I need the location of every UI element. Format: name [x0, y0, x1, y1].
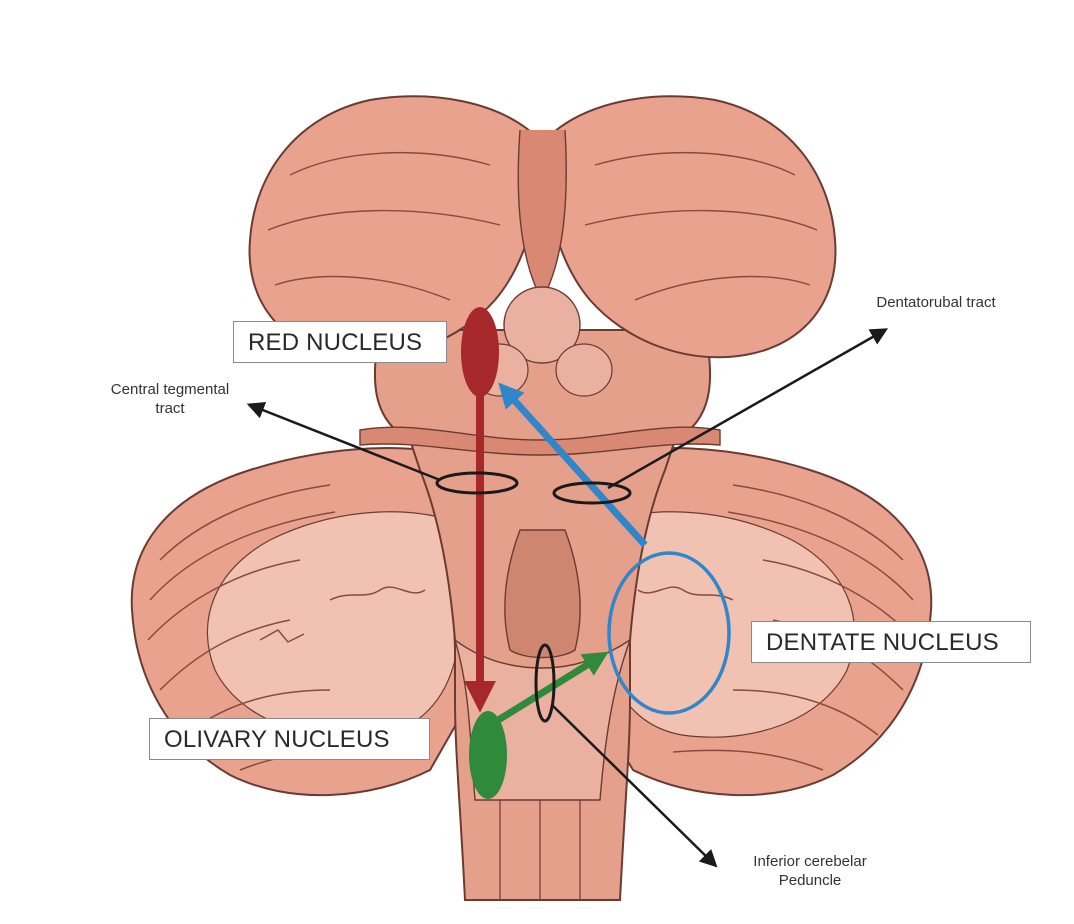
right-peduncle-lobe [543, 95, 837, 359]
fourth-ventricle [504, 529, 581, 659]
folia-lines [147, 484, 916, 771]
inferior-peduncle-pointer [551, 704, 718, 868]
pons-ridge [359, 426, 721, 456]
central-tegmental-ring [435, 471, 519, 495]
dentatorubal-ring [552, 481, 632, 505]
dentatorubral-arrow [498, 382, 648, 548]
pathways [435, 307, 731, 799]
left-peduncle-lobe [248, 95, 542, 359]
red-nucleus-marker [461, 307, 499, 397]
superior-colliculus [503, 286, 581, 364]
inferior-peduncle-line2: Peduncle [778, 872, 842, 889]
inferior-peduncle-line1: Inferior cerebelar [753, 853, 867, 870]
inferior-cerebelar-peduncle-label: Inferior cerebelar Peduncle [720, 852, 900, 890]
red-nucleus-label: RED NUCLEUS [233, 321, 447, 363]
pointer-lines [246, 328, 889, 868]
dentatorubal-tract-label: Dentatorubal tract [846, 293, 1026, 312]
dentatorubal-pointer [607, 328, 889, 490]
olivary-nucleus-marker [469, 711, 507, 799]
central-tegmental-tract-label: Central tegmental tract [85, 380, 255, 418]
dentate-nucleus-ring [607, 551, 731, 715]
olivocerebellar-arrow [493, 651, 609, 725]
lobe-sulci [267, 151, 818, 301]
inferior-peduncle-ring [534, 643, 556, 723]
dentatorubal-tract-text: Dentatorubal tract [876, 294, 996, 311]
right-cerebellar-white-matter [606, 511, 856, 738]
cerebellum [130, 447, 933, 797]
central-tegmental-line2: tract [155, 400, 185, 417]
central-tegmental-pointer [246, 402, 441, 482]
central-tegmental-line1: Central tegmental [110, 381, 230, 398]
dentate-nucleus-label: DENTATE NUCLEUS [751, 621, 1031, 663]
olivary-nucleus-label: OLIVARY NUCLEUS [149, 718, 430, 760]
cerebral-peduncles [248, 95, 837, 397]
